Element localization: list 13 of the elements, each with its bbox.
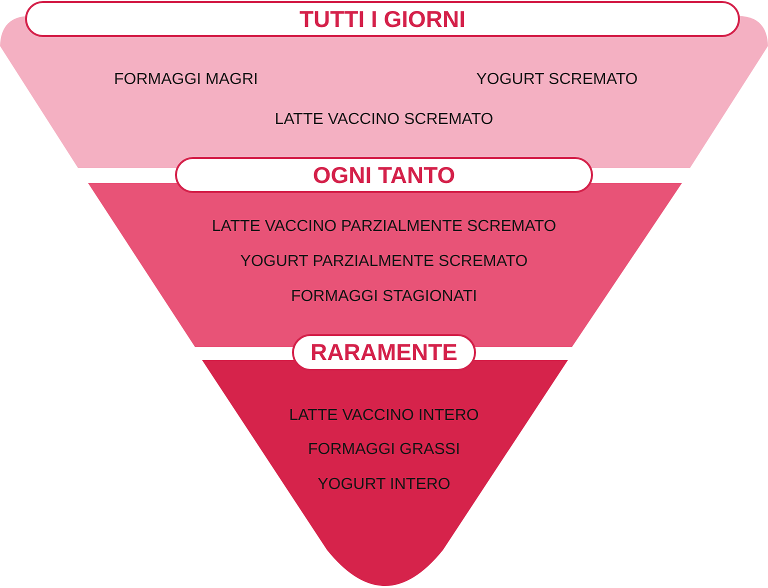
pyramid-tier (202, 360, 568, 588)
food-item-label: LATTE VACCINO PARZIALMENTE SCREMATO (212, 217, 556, 237)
food-item-label: FORMAGGI MAGRI (114, 70, 258, 90)
food-item-label: FORMAGGI STAGIONATI (290, 287, 478, 307)
tier-heading: OGNI TANTO (175, 157, 593, 193)
food-item-label: LATTE VACCINO SCREMATO (274, 110, 494, 130)
food-item-label: FORMAGGI GRASSI (308, 440, 460, 460)
food-item-label: YOGURT PARZIALMENTE SCREMATO (240, 252, 528, 272)
food-item-label: LATTE VACCINO INTERO (289, 406, 479, 426)
tier-heading: TUTTI I GIORNI (25, 1, 740, 37)
food-item-label: YOGURT SCREMATO (476, 70, 638, 90)
food-item-label: YOGURT INTERO (318, 475, 450, 495)
tier-heading: RARAMENTE (292, 334, 476, 371)
